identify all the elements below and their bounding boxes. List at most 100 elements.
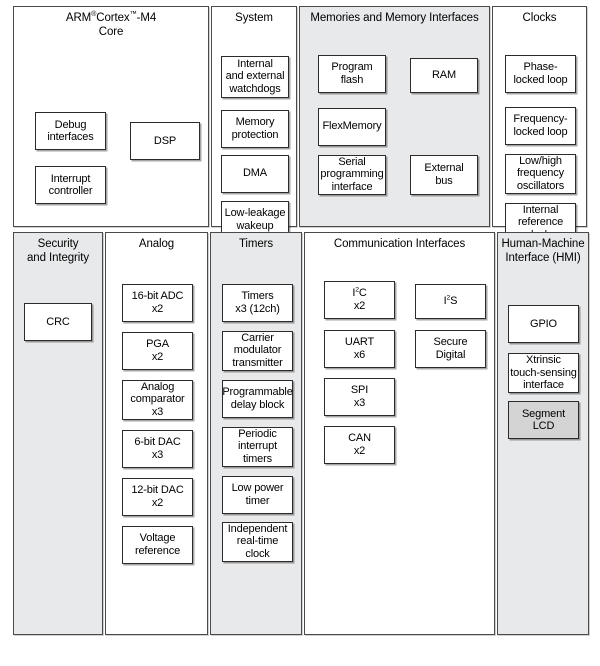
section-title-system: System <box>235 12 273 24</box>
block-phase-locked-loop[interactable]: Phase-locked loop <box>505 54 576 93</box>
block-flexmemory[interactable]: FlexMemory <box>318 107 386 146</box>
block-label: Frequency-locked loop <box>513 113 568 138</box>
block-ram[interactable]: RAM <box>410 57 478 93</box>
block-label: FlexMemory <box>322 120 382 133</box>
section-title-analog: Analog <box>138 238 175 250</box>
section-title-memories: Memories and Memory Interfaces <box>310 12 479 24</box>
block-label: RAM <box>432 68 456 81</box>
block-label: Phase-locked loop <box>513 61 568 86</box>
block-label: CRC <box>46 315 70 328</box>
block-group-security: CRC <box>14 265 102 666</box>
block-label: GPIO <box>530 317 557 330</box>
block-crc[interactable]: CRC <box>24 303 92 341</box>
block-gpio[interactable]: GPIO <box>508 305 579 343</box>
section-title-communication: Communication Interfaces <box>333 238 466 250</box>
block-label: DMA <box>243 167 267 180</box>
block-dma[interactable]: DMA <box>221 154 289 193</box>
block-label: I2S <box>443 294 458 307</box>
section-title-clocks: Clocks <box>522 12 557 24</box>
block-is[interactable]: I2S <box>415 283 486 319</box>
section-title-timers: Timers <box>238 238 274 250</box>
block-dsp[interactable]: DSP <box>130 122 200 160</box>
block-label: DSP <box>153 134 177 147</box>
block-frequency-locked-loop[interactable]: Frequency-locked loop <box>505 106 576 145</box>
